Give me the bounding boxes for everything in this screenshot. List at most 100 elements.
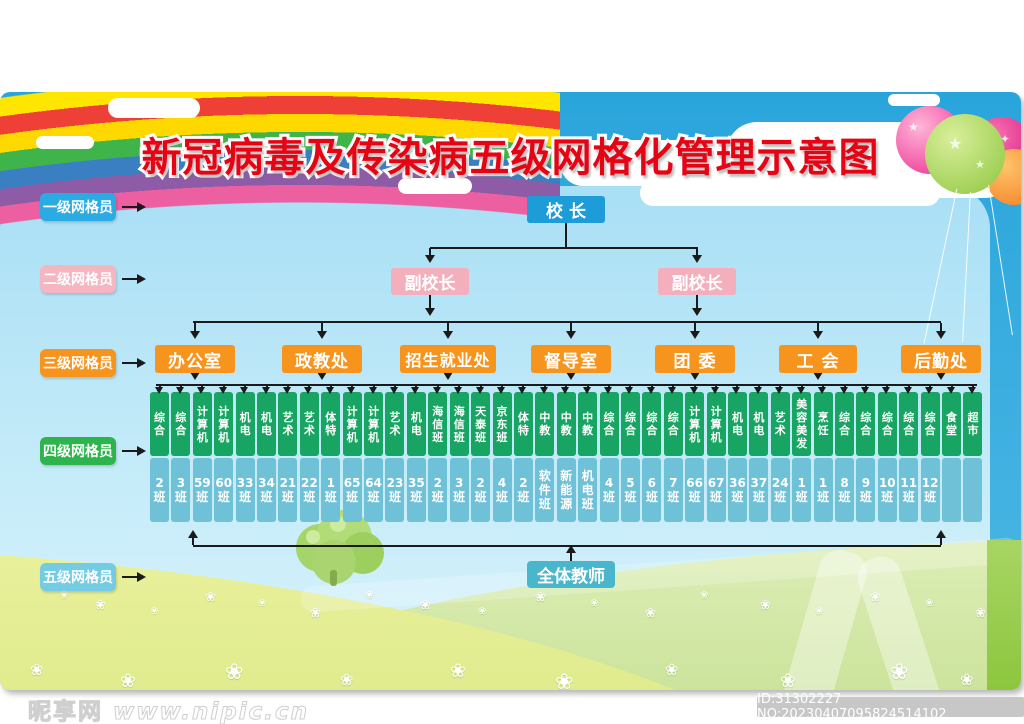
daisy-icon: ❀: [340, 670, 354, 689]
balloon-icon: [925, 114, 1005, 194]
class-name: 综合: [920, 392, 940, 456]
class-name: 海信班: [428, 392, 448, 456]
daisy-icon: ❀: [150, 606, 159, 617]
arrow-down-icon: [967, 386, 976, 394]
arrow-up-icon: [566, 545, 576, 561]
class-name: 体特: [321, 392, 341, 456]
arrow-down-icon: [689, 386, 698, 394]
daisy-icon: ❀: [925, 598, 934, 609]
arrow-down-icon: [368, 386, 377, 394]
class-number: 36班: [727, 458, 747, 522]
tree-icon: [306, 530, 320, 544]
department-box: 督导室: [531, 345, 611, 373]
class-name: 计算机: [342, 392, 362, 456]
arrow-down-icon: [946, 386, 955, 394]
poster-title: 新冠病毒及传染病五级网格化管理示意图: [139, 132, 882, 184]
arrow-down-icon: [347, 386, 356, 394]
arrow-down-icon: [325, 386, 334, 394]
class-name: 综合: [620, 392, 640, 456]
class-name: 综合: [642, 392, 662, 456]
level-label-5: 五级网格员: [40, 563, 116, 591]
arrow-down-icon: [389, 386, 398, 394]
cloud-icon: [398, 178, 472, 194]
arrow-down-icon: [411, 386, 420, 394]
arrow-right-icon: [122, 274, 146, 284]
class-name: 综合: [599, 392, 619, 456]
daisy-icon: ❀: [225, 660, 244, 685]
arrow-down-icon: [813, 372, 823, 380]
all-teachers-box: 全体教师: [527, 561, 615, 588]
poster: ❀❀❀❀❀❀❀❀❀❀❀❀❀❀❀❀❀❀❀❀❀❀❀❀❀❀❀❀ ★ ★ ★ ✦ 新冠病…: [0, 92, 1021, 690]
connector: [565, 223, 567, 248]
arrow-down-icon: [175, 386, 184, 394]
class-name: 综合: [150, 392, 169, 456]
arrow-down-icon: [261, 386, 270, 394]
class-number: 11班: [899, 458, 919, 522]
arrow-down-icon: [454, 386, 463, 394]
arrow-down-icon: [582, 386, 591, 394]
class-number: 3班: [449, 458, 469, 522]
class-number: 33班: [235, 458, 255, 522]
level-label-2: 二级网格员: [40, 265, 116, 293]
class-number: 1班: [792, 458, 812, 522]
class-name: 机电: [727, 392, 747, 456]
arrow-down-icon: [936, 323, 946, 339]
arrow-down-icon: [432, 386, 441, 394]
daisy-icon: ❀: [535, 590, 546, 605]
arrow-down-icon: [668, 386, 677, 394]
class-name: 综合: [171, 392, 191, 456]
class-number: 5班: [620, 458, 640, 522]
arrow-down-icon: [860, 386, 869, 394]
class-name: 综合: [877, 392, 897, 456]
class-name: 计算机: [706, 392, 726, 456]
class-number: 机电班: [578, 458, 598, 522]
class-name: 机电: [235, 392, 255, 456]
cloud-icon: [108, 98, 200, 118]
image-id-bar: ID:31302227 NO:20230407095824514102: [757, 692, 1024, 722]
daisy-icon: ❀: [205, 590, 216, 605]
class-number: 21班: [278, 458, 298, 522]
daisy-icon: ❀: [478, 606, 487, 617]
arrow-down-icon: [518, 386, 527, 394]
arrow-down-icon: [425, 295, 435, 316]
department-box: 政教处: [282, 345, 362, 373]
class-number: 65班: [342, 458, 362, 522]
daisy-icon: ❀: [870, 590, 881, 605]
class-number: 24班: [770, 458, 790, 522]
arrow-down-icon: [190, 323, 200, 339]
site-name: 昵享网: [28, 699, 103, 724]
class-name: 美容美发: [792, 392, 812, 456]
class-number: [963, 458, 983, 522]
site-url: www.nipic.cn: [113, 699, 310, 724]
class-name: 天泰班: [471, 392, 491, 456]
cloud-icon: [36, 136, 94, 149]
class-number: 37班: [749, 458, 769, 522]
class-number: 64班: [364, 458, 384, 522]
arrow-down-icon: [690, 372, 700, 380]
class-name: 机电: [749, 392, 769, 456]
class-name: 艺术: [299, 392, 319, 456]
star-icon: ✦: [1000, 132, 1011, 146]
cloud-icon: [640, 180, 940, 206]
class-name: 计算机: [364, 392, 384, 456]
arrow-down-icon: [566, 323, 576, 339]
daisy-icon: ❀: [310, 606, 321, 621]
balloon-string: [988, 184, 1013, 336]
daisy-icon: ❀: [365, 590, 374, 601]
class-number: 67班: [706, 458, 726, 522]
arrow-down-icon: [304, 386, 313, 394]
class-name: 中教: [556, 392, 576, 456]
arrow-right-icon: [122, 572, 146, 582]
arrow-down-icon: [711, 386, 720, 394]
